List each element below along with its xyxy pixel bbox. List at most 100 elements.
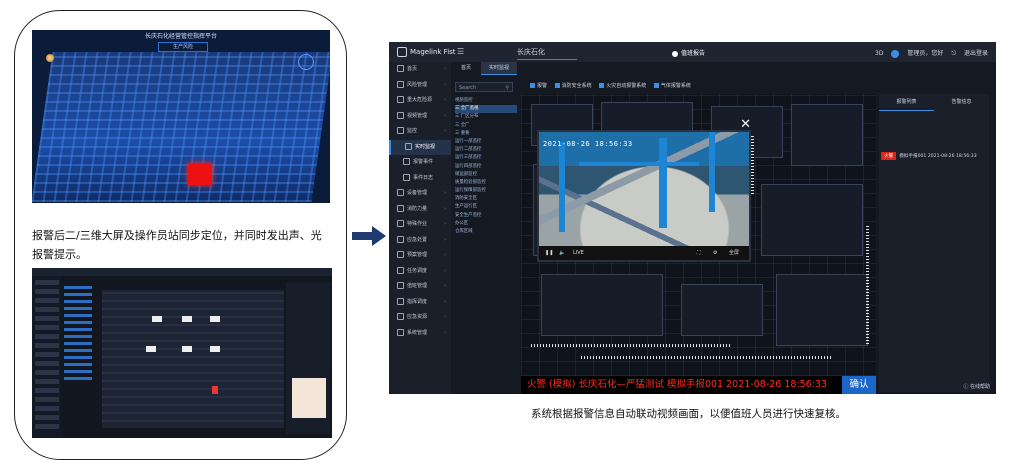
- ops-map: [102, 290, 284, 428]
- menu-icon[interactable]: ☰: [457, 47, 465, 56]
- logout-link[interactable]: ⎋ 退出登录: [951, 50, 988, 57]
- menu-item-icon: [397, 235, 404, 243]
- tree-node[interactable]: 运行三部监控: [455, 155, 482, 161]
- tree-node[interactable]: 三 全厂监视: [455, 105, 517, 114]
- sidebar-item[interactable]: 视频管理›: [389, 109, 451, 125]
- chevron-right-icon: ›: [444, 97, 446, 103]
- sidebar-item-label: 设备管理: [407, 190, 428, 196]
- topbar-right: 3D 管理员，您好 ⎋ 退出登录: [869, 48, 988, 58]
- layer-filters: 报警 消防安全系统 火灾自动报警系统 气体报警系统: [524, 82, 691, 89]
- tree-node[interactable]: 储运部监控: [455, 171, 477, 177]
- chevron-right-icon: ›: [444, 329, 446, 336]
- chevron-right-icon: ›: [444, 190, 446, 196]
- ops-right-panel: [286, 282, 330, 434]
- chevron-right-icon: ›: [444, 236, 446, 243]
- sidebar: 首页›风险管理›重大危险源›视频管理›监控›实时监视报警事件事件日志设备管理›消…: [389, 62, 451, 394]
- menu-item-icon: [397, 80, 404, 88]
- ops-alarm-marker: [212, 386, 218, 394]
- sidebar-item[interactable]: 系统管理›: [389, 326, 451, 342]
- close-icon[interactable]: ✕: [740, 117, 751, 132]
- layer-checkbox[interactable]: [599, 83, 605, 88]
- tree-node[interactable]: 消防安全区: [455, 196, 477, 202]
- tree-node[interactable]: 仓库区域: [455, 229, 473, 234]
- sidebar-item[interactable]: 值班管理›: [389, 279, 451, 295]
- chevron-right-icon: ›: [444, 205, 446, 212]
- screenshot-3d-overview: 长庆石化经营管控指挥平台 生产风险: [32, 30, 330, 203]
- sidebar-item-label: 应急处置: [407, 236, 428, 243]
- menu-item-icon: [403, 173, 410, 181]
- avatar[interactable]: [891, 49, 900, 58]
- layer-checkbox[interactable]: [653, 83, 659, 88]
- fullscreen-label[interactable]: 全屏: [729, 250, 740, 256]
- live-label: LIVE: [573, 250, 584, 256]
- sidebar-item[interactable]: 监控›: [389, 124, 451, 140]
- tree-node[interactable]: 运行四部监控: [455, 163, 482, 169]
- alarm-list-tabs: 报警列表 告警信息: [879, 94, 989, 111]
- sidebar-item[interactable]: 事件日志: [389, 171, 451, 187]
- layer-checkbox[interactable]: [530, 83, 535, 88]
- tree-node[interactable]: 三 厂区分布: [455, 114, 479, 120]
- sidebar-item-label: 任务调度: [407, 267, 428, 274]
- menu-item-icon: [397, 328, 404, 336]
- tree-node[interactable]: 运行保障部监控: [455, 188, 486, 194]
- mode-3d-toggle[interactable]: 3D: [875, 50, 884, 57]
- search-icon: ⚲: [505, 85, 509, 91]
- arrow-right-icon: [352, 226, 386, 246]
- tree-node[interactable]: 视频监控: [455, 98, 473, 103]
- alarm-row[interactable]: 火警模拟手报001 2021-08-26 18:56:33: [881, 152, 977, 160]
- sidebar-item[interactable]: 风险管理›: [389, 78, 451, 94]
- gear-icon[interactable]: ⚙: [713, 250, 718, 256]
- sidebar-item-label: 应急资源: [407, 314, 428, 320]
- alarm-time: 2021-08-26 18:56:33: [927, 154, 977, 159]
- sidebar-item[interactable]: 指挥调度 ›: [389, 295, 451, 311]
- sidebar-item[interactable]: 任务调度 ›: [389, 264, 451, 280]
- tree-node[interactable]: 生产运行区: [455, 204, 477, 210]
- chevron-right-icon: ›: [444, 283, 446, 289]
- sidebar-item-label: 报警事件: [413, 159, 434, 165]
- sidebar-item[interactable]: 预案管理›: [389, 248, 451, 264]
- chevron-right-icon: ›: [444, 267, 446, 274]
- ops-sidebar: [32, 276, 62, 438]
- sidebar-item[interactable]: 特殊作业›: [389, 217, 451, 233]
- volume-icon[interactable]: 🔈: [559, 250, 566, 256]
- help-link[interactable]: ⓘ 在线帮助: [963, 384, 990, 390]
- location-tab[interactable]: 长庆石化: [517, 48, 577, 60]
- sidebar-item[interactable]: 应急处置 ›: [389, 233, 451, 249]
- sidebar-item[interactable]: 实时监视: [389, 139, 451, 155]
- sidebar-item[interactable]: 首页›: [389, 62, 451, 78]
- confirm-button[interactable]: 确认: [842, 376, 876, 394]
- sidebar-item[interactable]: 设备管理 ›: [389, 186, 451, 202]
- chevron-right-icon: ›: [444, 298, 446, 305]
- sun-icon: [46, 54, 54, 62]
- sidebar-item[interactable]: 应急资源›: [389, 310, 451, 326]
- menu-item-icon: [397, 266, 404, 274]
- screen-3d-title: 长庆石化经营管控指挥平台: [144, 33, 217, 40]
- menu-item-icon: [397, 65, 404, 72]
- search-input[interactable]: Search⚲: [455, 82, 513, 92]
- layer-checkbox[interactable]: [554, 83, 560, 88]
- fullscreen-icon[interactable]: ⛶: [697, 250, 701, 256]
- tree-node[interactable]: 运行一部监控: [455, 138, 482, 144]
- sidebar-item-label: 指挥调度: [407, 298, 428, 305]
- sidebar-item[interactable]: 重大危险源›: [389, 93, 451, 109]
- tree-node[interactable]: 运行二部监控: [455, 147, 482, 153]
- tab-home[interactable]: 首页: [461, 65, 472, 71]
- tab-realtime-monitor[interactable]: 实时监视: [480, 62, 517, 75]
- duty-report-tag[interactable]: 值班报告: [672, 48, 705, 57]
- tree-node[interactable]: 办公区: [455, 220, 469, 226]
- tree-node[interactable]: 三 重要: [455, 130, 470, 136]
- tree-node[interactable]: 安全生产监控: [455, 212, 482, 218]
- sidebar-item[interactable]: 消防力量›: [389, 202, 451, 218]
- tree-node[interactable]: 三 全厂: [455, 122, 470, 128]
- tab-alarm-list[interactable]: 报警列表: [879, 94, 934, 111]
- menu-item-icon: [397, 297, 404, 305]
- chevron-right-icon: ›: [444, 252, 446, 258]
- menu-item-icon: [397, 220, 404, 227]
- menu-item-icon: [405, 142, 412, 150]
- chevron-right-icon: ›: [444, 221, 446, 227]
- pause-icon[interactable]: ❚❚: [545, 250, 554, 256]
- sidebar-item[interactable]: 报警事件: [389, 155, 451, 171]
- tree-node[interactable]: 质量检验部监控: [455, 179, 486, 185]
- ops-topbar: [32, 268, 332, 276]
- tab-alarm-info[interactable]: 告警信息: [951, 99, 972, 105]
